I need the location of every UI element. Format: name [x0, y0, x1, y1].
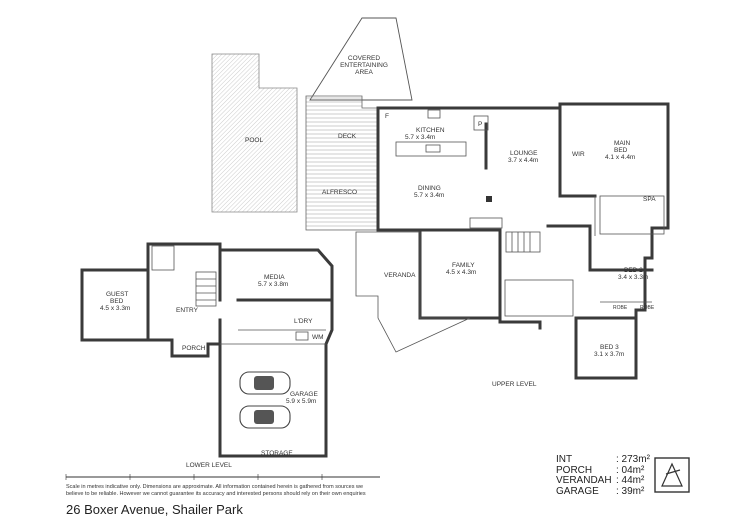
area-name: GARAGE	[556, 485, 599, 497]
lower-bathroom	[151, 245, 175, 271]
upper-outer-wall	[376, 102, 670, 380]
lower-outer-wall	[80, 242, 334, 458]
area-name: VERANDAH	[556, 475, 612, 486]
area-row-int: INT : 273m²	[556, 454, 656, 466]
covered-area-outline	[309, 17, 413, 101]
kitchen-island	[395, 141, 467, 157]
guest-bed-label-1: GUEST	[106, 291, 128, 298]
property-address: 26 Boxer Avenue, Shailer Park	[66, 502, 243, 517]
media-label: MEDIA	[264, 274, 285, 281]
bed2-label: BED 2	[624, 267, 643, 274]
covered-label-1: COVERED	[348, 55, 380, 62]
entry-label: ENTRY	[176, 307, 199, 314]
area-name: PORCH	[556, 464, 593, 476]
robe-label-2: ROBE	[640, 305, 655, 311]
guest-bed-dim: 4.5 x 3.3m	[100, 305, 130, 312]
guest-bed-label-2: BED	[110, 298, 124, 305]
pantry	[473, 115, 489, 131]
stairs-upper	[505, 231, 541, 253]
fridge-label: F	[385, 113, 389, 120]
deck-label: DECK	[338, 133, 357, 140]
veranda-label: VERANDA	[384, 272, 416, 279]
laundry-label: L'DRY	[294, 318, 313, 325]
garage-label: GARAGE	[290, 391, 318, 398]
wm-label: WM	[312, 334, 324, 341]
kitchen-dim: 5.7 x 3.4m	[405, 134, 435, 141]
lounge-label: LOUNGE	[510, 150, 538, 157]
upper-level-label: UPPER LEVEL	[492, 381, 537, 388]
media-dim: 5.7 x 3.8m	[258, 281, 288, 288]
main-bed-label-1: MAIN	[614, 140, 631, 147]
wir-label: WIR	[572, 151, 585, 158]
car-icon	[239, 405, 291, 429]
pantry-label: P	[478, 121, 482, 128]
area-value: : 04m²	[616, 464, 645, 476]
compass-icon	[654, 457, 690, 493]
pool-label: POOL	[245, 137, 263, 144]
upper-west-wall	[376, 106, 542, 330]
stairs-lower	[195, 271, 217, 307]
area-value: : 44m²	[616, 475, 645, 486]
covered-label-2: ENTERTAINING	[340, 62, 388, 69]
covered-label-3: AREA	[355, 69, 373, 76]
deck-area	[305, 95, 379, 231]
ensuite	[599, 195, 665, 235]
dining-dim: 5.7 x 3.4m	[414, 192, 444, 199]
kitchen-label: KITCHEN	[416, 127, 445, 134]
bed3-label: BED 3	[600, 344, 619, 351]
spa-label: SPA	[643, 196, 656, 203]
alfresco-label: ALFRESCO	[322, 189, 357, 196]
storage-label: STORAGE	[261, 450, 293, 457]
main-bed-dim: 4.1 x 4.4m	[605, 154, 635, 161]
area-row-garage: GARAGE : 39m²	[556, 485, 656, 498]
scale-bar	[65, 474, 380, 480]
area-summary: INT : 273m² PORCH : 04m² VERANDAH : 44m²…	[556, 454, 656, 498]
kitchen-sink	[425, 144, 441, 153]
area-value: : 39m²	[616, 485, 645, 497]
lounge-dim: 3.7 x 4.4m	[508, 157, 538, 164]
cooktop	[427, 109, 441, 119]
robe-label-1: ROBE	[613, 305, 628, 311]
dining-label: DINING	[418, 185, 441, 192]
area-row-verandah: VERANDAH : 44m²	[556, 475, 656, 487]
disclaimer-line-2: believe to be reliable. However we canno…	[66, 491, 366, 497]
garage-dim: 5.9 x 5.9m	[286, 398, 316, 405]
area-value: : 273m²	[616, 454, 650, 465]
main-bed-label-2: BED	[614, 147, 628, 154]
car-icon	[239, 371, 291, 395]
veranda-outline	[355, 231, 471, 353]
disclaimer-line-1: Scale in metres indicative only. Dimensi…	[66, 484, 364, 490]
family-dim: 4.5 x 4.3m	[446, 269, 476, 276]
area-row-porch: PORCH : 04m²	[556, 464, 656, 477]
fireplace	[469, 217, 503, 229]
bed2-dim: 3.4 x 3.3m	[618, 274, 648, 281]
laundry-tub	[295, 331, 309, 341]
porch-label: PORCH	[182, 345, 206, 352]
bathroom	[504, 279, 574, 317]
family-label: FAMILY	[452, 262, 475, 269]
bed3-dim: 3.1 x 3.7m	[594, 351, 624, 358]
area-name: INT	[556, 454, 573, 465]
pool-area	[211, 53, 298, 213]
lower-level-label: LOWER LEVEL	[186, 462, 232, 469]
dining-column	[486, 196, 492, 202]
disclaimer: Scale in metres indicative only. Dimensi…	[66, 484, 376, 498]
